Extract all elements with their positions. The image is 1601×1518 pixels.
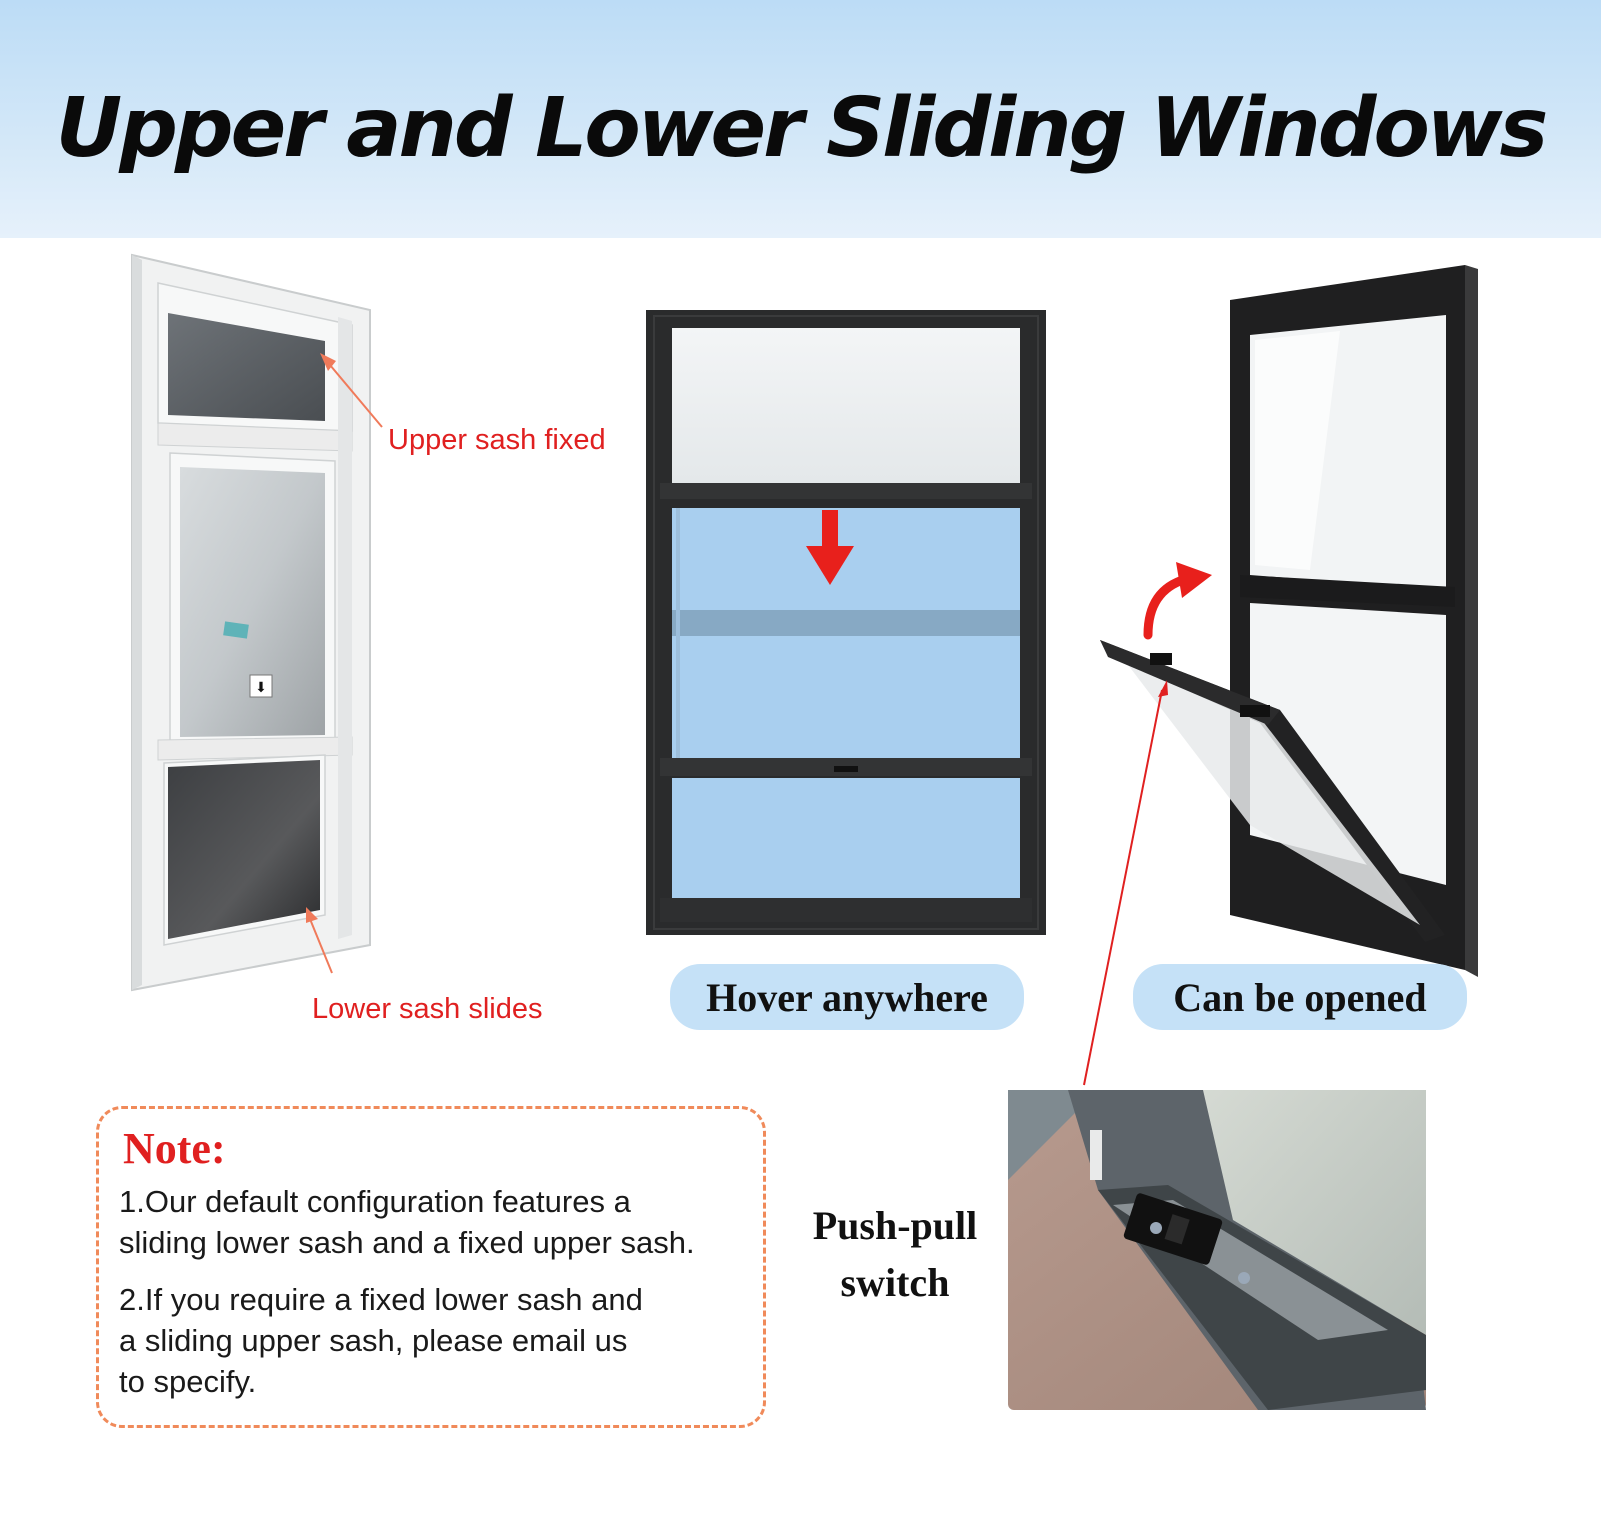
page-title: Upper and Lower Sliding Windows: [55, 81, 1549, 176]
black-sliding-window-image: [646, 310, 1046, 935]
push-pull-switch-photo: [1008, 1090, 1426, 1410]
push-pull-switch-label: Push-pull switch: [790, 1197, 1000, 1311]
note-item1-line1: 1.Our default configuration features a: [119, 1184, 631, 1219]
header-banner: [0, 0, 1601, 238]
white-window-image: ⬇: [131, 253, 383, 992]
svg-text:⬇: ⬇: [255, 679, 267, 695]
push-pull-label-line1: Push-pull: [812, 1203, 978, 1248]
hover-anywhere-caption: Hover anywhere: [670, 964, 1024, 1030]
tilt-open-window-image: [1083, 265, 1478, 1086]
push-pull-label-line2: switch: [840, 1260, 950, 1305]
note-item1-line2: sliding lower sash and a fixed upper sas…: [119, 1225, 695, 1260]
lower-sash-label: Lower sash slides: [312, 993, 543, 1025]
upper-sash-label: Upper sash fixed: [388, 424, 606, 456]
note-title: Note:: [123, 1124, 226, 1173]
note-item2-line2: a sliding upper sash, please email us: [119, 1323, 628, 1358]
note-item2-line1: 2.If you require a fixed lower sash and: [119, 1282, 643, 1317]
can-be-opened-caption: Can be opened: [1133, 964, 1467, 1030]
note-box: Note: 1.Our default configuration featur…: [96, 1106, 766, 1428]
note-item2-line3: to specify.: [119, 1364, 257, 1399]
